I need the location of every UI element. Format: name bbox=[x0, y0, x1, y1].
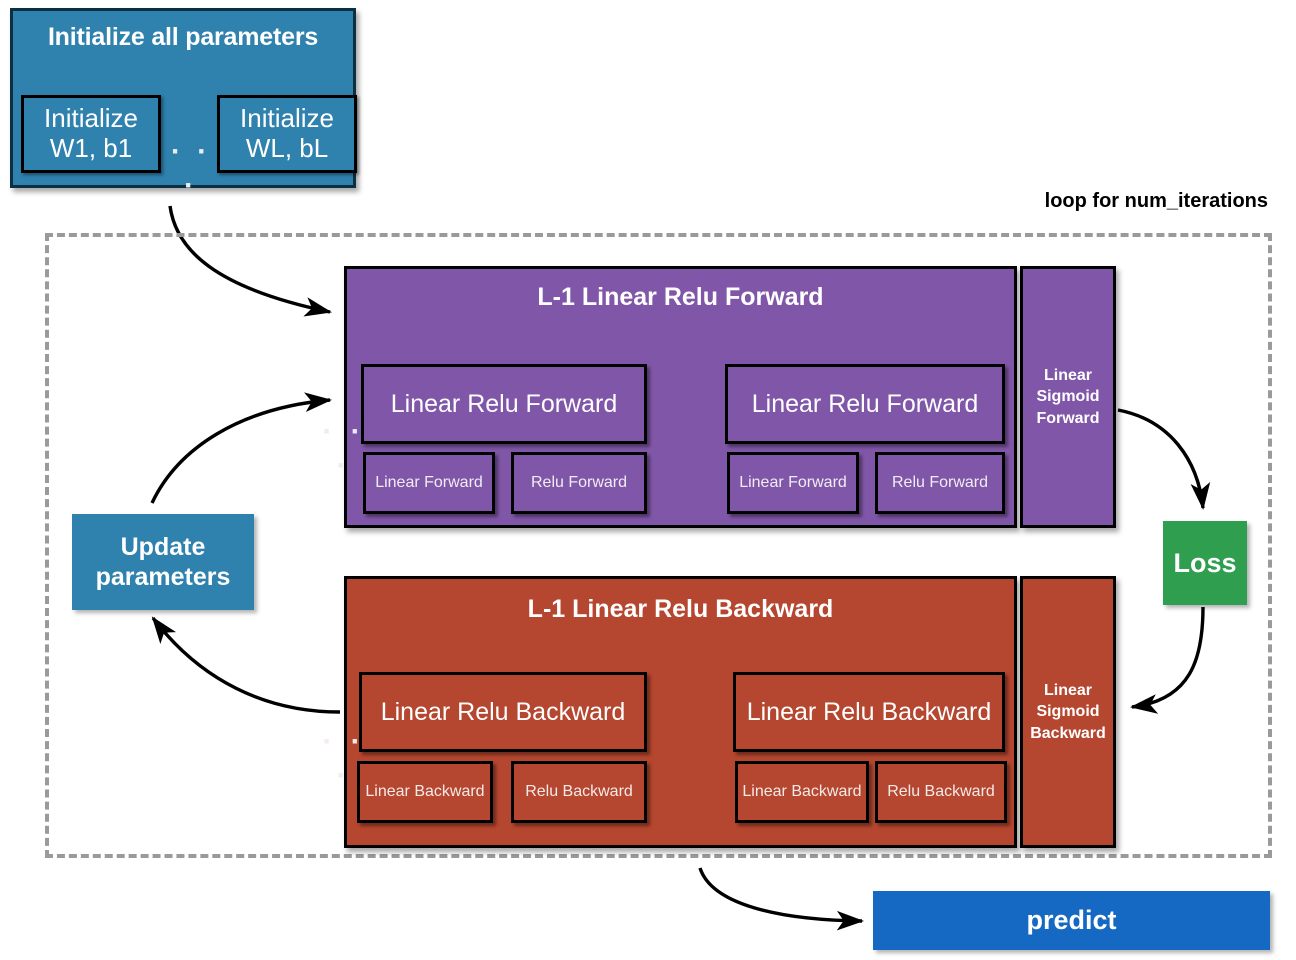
linear-backward-box-1[interactable]: Linear Backward bbox=[357, 761, 493, 823]
linear-forward-box-2[interactable]: Linear Forward bbox=[727, 452, 859, 514]
linear-relu-forward-box-2[interactable]: Linear Relu Forward bbox=[725, 364, 1005, 444]
relu-backward-box-1[interactable]: Relu Backward bbox=[511, 761, 647, 823]
loop-dashed-container bbox=[45, 233, 1272, 858]
backward-ellipsis: · · · bbox=[322, 725, 366, 792]
linear-relu-forward-box-1[interactable]: Linear Relu Forward bbox=[361, 364, 647, 444]
relu-forward-box-1[interactable]: Relu Forward bbox=[511, 452, 647, 514]
l-1-linear-relu-forward-group[interactable]: L-1 Linear Relu Forward Linear Relu Forw… bbox=[344, 266, 1017, 528]
backward-group-title: L-1 Linear Relu Backward bbox=[527, 595, 834, 623]
linear-forward-box-1[interactable]: Linear Forward bbox=[363, 452, 495, 514]
arrow-loop-to-predict bbox=[698, 867, 865, 931]
initialize-group-title: Initialize all parameters bbox=[47, 23, 319, 51]
loss-box[interactable]: Loss bbox=[1163, 521, 1247, 605]
relu-forward-box-2[interactable]: Relu Forward bbox=[875, 452, 1005, 514]
l-1-linear-relu-backward-group[interactable]: L-1 Linear Relu Backward Linear Relu Bac… bbox=[344, 576, 1017, 848]
linear-backward-box-2[interactable]: Linear Backward bbox=[735, 761, 869, 823]
forward-group-title: L-1 Linear Relu Forward bbox=[537, 283, 824, 311]
linear-relu-backward-box-2[interactable]: Linear Relu Backward bbox=[733, 672, 1005, 752]
initialize-ellipsis: · · · bbox=[170, 135, 212, 202]
predict-box[interactable]: predict bbox=[873, 891, 1270, 950]
loop-for-num-iterations-label: loop for num_iterations bbox=[1044, 190, 1268, 212]
linear-relu-backward-box-1[interactable]: Linear Relu Backward bbox=[359, 672, 647, 752]
relu-backward-box-2[interactable]: Relu Backward bbox=[875, 761, 1007, 823]
forward-ellipsis: · · · bbox=[322, 415, 366, 482]
